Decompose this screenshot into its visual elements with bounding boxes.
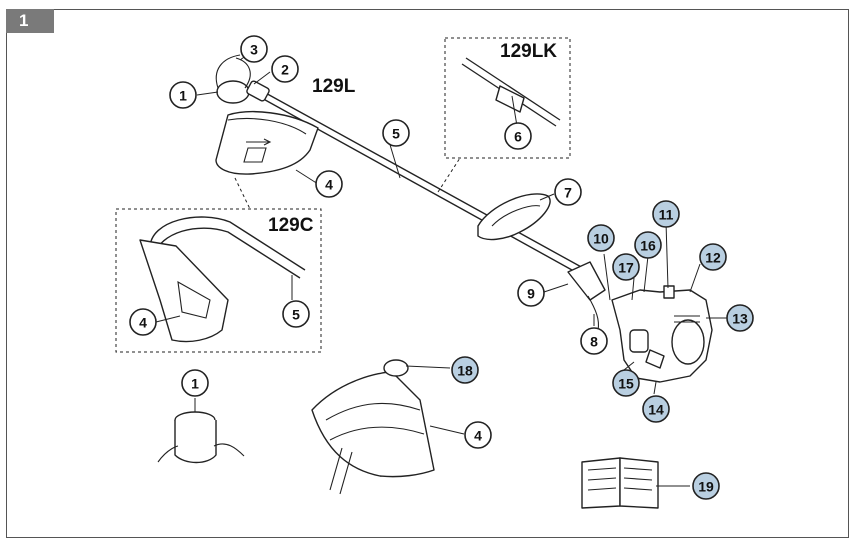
- callout-circle: [451, 356, 479, 384]
- callout-number: 11: [659, 207, 674, 223]
- callout-number: 6: [514, 129, 522, 145]
- inset-connector-129c: [234, 177, 251, 210]
- callout-7: 7: [554, 178, 582, 206]
- figure-number-tab: 1: [6, 9, 54, 33]
- callout-circle: [726, 304, 754, 332]
- callout-number: 4: [325, 177, 333, 193]
- callout-number: 1: [191, 376, 199, 392]
- callout-5: 5: [382, 119, 410, 147]
- callout-12: 12: [699, 243, 727, 271]
- callout-number: 2: [281, 62, 289, 78]
- callout-number: 10: [593, 231, 609, 247]
- callout-circle: [634, 231, 662, 259]
- callout-number: 8: [590, 334, 598, 350]
- callout-17: 17: [612, 253, 640, 281]
- callout-number: 1: [179, 88, 187, 104]
- callout-3: 3: [240, 35, 268, 63]
- callout-number: 18: [457, 363, 473, 379]
- callout-number: 4: [474, 428, 482, 444]
- callout-circle: [181, 369, 209, 397]
- callout-6: 6: [504, 122, 532, 150]
- inset-connector-129lk: [437, 157, 461, 193]
- callout-1: 1: [169, 81, 197, 109]
- callout-number: 16: [640, 238, 656, 254]
- callout-number: 17: [618, 260, 634, 276]
- callout-circle: [315, 170, 343, 198]
- callout-number: 15: [618, 376, 634, 392]
- callout-2: 2: [271, 55, 299, 83]
- callout-10: 10: [587, 224, 615, 252]
- callout-18: 18: [451, 356, 479, 384]
- trimmer-shaft: [257, 90, 595, 281]
- guard-129l: [215, 110, 319, 175]
- callout-number: 3: [250, 42, 258, 58]
- callout-number: 19: [698, 479, 714, 495]
- leader-lines: [155, 49, 728, 487]
- callout-1: 1: [181, 369, 209, 397]
- callout-14: 14: [642, 395, 670, 423]
- callout-4: 4: [464, 421, 492, 449]
- callout-13: 13: [726, 304, 754, 332]
- model-label-129c: 129C: [268, 215, 314, 236]
- inset-box-129c: [115, 208, 322, 353]
- callout-number: 4: [139, 315, 147, 331]
- callout-circle: [554, 178, 582, 206]
- callout-number: 5: [392, 126, 400, 142]
- callout-circle: [504, 122, 532, 150]
- trimmer-head-129l: [215, 54, 270, 104]
- callout-19: 19: [692, 472, 720, 500]
- callout-circle: [382, 119, 410, 147]
- callout-circle: [652, 200, 680, 228]
- engine-unit: [611, 285, 713, 383]
- callout-number: 9: [527, 286, 535, 302]
- guard-large: [311, 359, 435, 495]
- operator-manual: [581, 457, 659, 509]
- callout-circle: [517, 279, 545, 307]
- callout-circle: [169, 81, 197, 109]
- callout-number: 13: [732, 311, 748, 327]
- coupler-129lk: [461, 57, 561, 127]
- callout-number: 7: [564, 185, 572, 201]
- callout-4: 4: [129, 308, 157, 336]
- guard-129c: [139, 216, 306, 343]
- callout-circle: [612, 253, 640, 281]
- callout-11: 11: [652, 200, 680, 228]
- callout-circle: [282, 300, 310, 328]
- callout-4: 4: [315, 170, 343, 198]
- callout-circle: [642, 395, 670, 423]
- callout-circle: [129, 308, 157, 336]
- inset-box-129lk: [444, 37, 571, 159]
- callout-circle: [699, 243, 727, 271]
- callout-circle: [271, 55, 299, 83]
- callout-circle: [464, 421, 492, 449]
- callout-number: 12: [705, 250, 721, 266]
- model-label-129lk: 129LK: [500, 41, 557, 62]
- loop-handle: [477, 193, 551, 241]
- callout-16: 16: [634, 231, 662, 259]
- callout-8: 8: [580, 327, 608, 355]
- throttle-handle: [567, 261, 606, 331]
- callout-number: 5: [292, 307, 300, 323]
- model-label-129l: 129L: [312, 76, 356, 97]
- callout-circle: [692, 472, 720, 500]
- callout-number: 14: [648, 402, 664, 418]
- callout-circle: [580, 327, 608, 355]
- callout-15: 15: [612, 369, 640, 397]
- callout-circle: [587, 224, 615, 252]
- callout-5: 5: [282, 300, 310, 328]
- callout-circle: [240, 35, 268, 63]
- callout-circle: [612, 369, 640, 397]
- figure-frame: [6, 9, 849, 538]
- callout-9: 9: [517, 279, 545, 307]
- bump-head: [157, 411, 245, 464]
